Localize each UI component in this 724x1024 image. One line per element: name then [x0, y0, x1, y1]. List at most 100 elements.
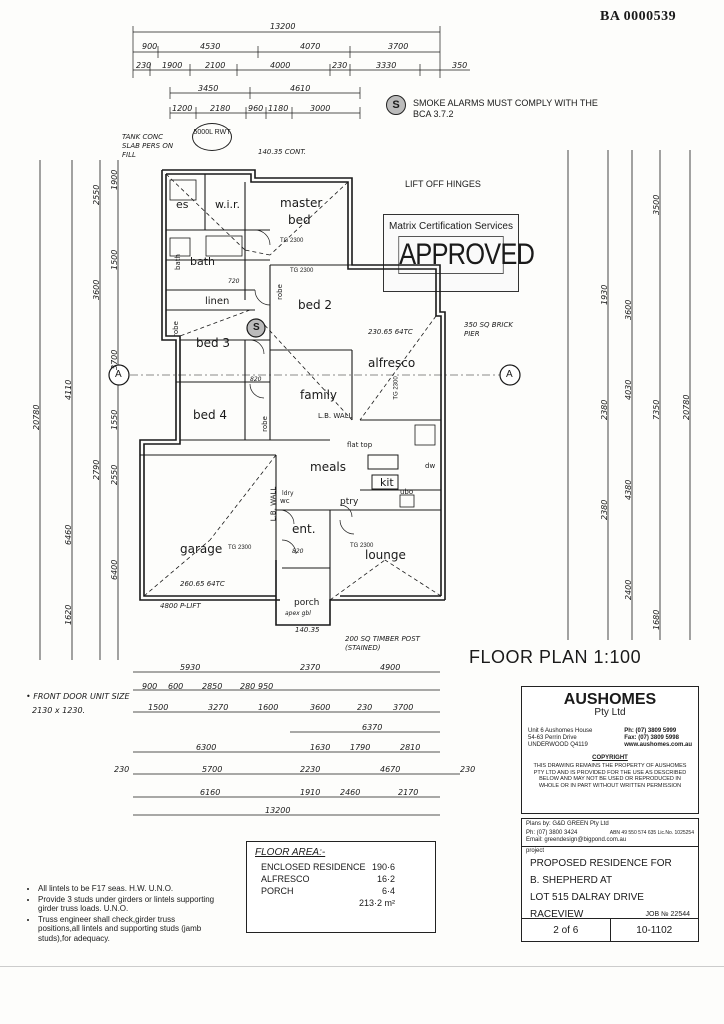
area-label-residence: ENCLOSED RESIDENCE: [261, 862, 366, 872]
section-marker-right: A: [506, 369, 513, 380]
drawing-number: 10-1102: [636, 925, 673, 936]
front-door-note-line2: 2130 x 1230.: [32, 706, 86, 715]
left-dim-c2-1: 3600: [92, 279, 101, 300]
room-garage: garage: [180, 542, 223, 556]
tg-alfresco: TG 2300: [393, 376, 400, 400]
left-dim-c2-0: 2550: [92, 184, 101, 205]
company-contact: Unit 6 Aushomes House 54-63 Perrin Drive…: [528, 728, 692, 749]
company-address-2: 54-63 Perrin Drive: [528, 735, 577, 741]
floor-area-total: 213·2 m²: [358, 898, 395, 908]
laundry-label: ldry: [282, 490, 294, 497]
right-dim-c1-1: 7350: [652, 399, 661, 420]
bot-dim-r7-3: 2170: [398, 788, 419, 797]
room-bath: bath: [190, 255, 216, 268]
left-dim-c3-1: 1900: [110, 169, 119, 190]
room-bed4: bed 4: [193, 408, 228, 422]
bot-dim-r7-1: 1910: [300, 788, 321, 797]
bot-dim-r2-3: 280: [240, 682, 256, 691]
room-kitchen: kit: [380, 476, 394, 489]
project-line-4: RACEVIEW: [530, 909, 584, 920]
room-lounge: lounge: [365, 548, 406, 562]
project-line-3: LOT 515 DALRAY DRIVE: [530, 892, 644, 903]
left-dim-c1-2: 1620: [64, 604, 73, 625]
ubo-label: ubo: [400, 488, 414, 496]
tg-garage: TG 2300: [228, 545, 252, 551]
bot-dim-r5-1: 1630: [310, 743, 331, 752]
company-fax: Fax: (07) 3809 5998: [624, 735, 679, 741]
project-info-block: Plans by: G&D GREEN Pty Ltd Ph: (07) 380…: [521, 818, 699, 942]
tank-level: 140.35 CONT.: [258, 148, 307, 156]
right-dim-c2-2: 4380: [624, 479, 633, 500]
top-dim-r4-1: 2180: [210, 104, 231, 113]
room-master: master: [280, 196, 323, 210]
company-name: AUSHOMES: [563, 691, 657, 708]
bot-dim-r2-1: 600: [168, 682, 184, 691]
bot-dim-r1-1: 2370: [300, 663, 321, 672]
room-bath-side: bath: [173, 254, 182, 270]
top-dim-r3-1: 4610: [290, 84, 311, 93]
floor-plan-title: FLOOR PLAN 1:100: [469, 647, 642, 667]
room-ensuite: es: [176, 198, 189, 211]
dishwasher-label: dw: [425, 462, 436, 470]
bot-dim-r5-2: 1790: [350, 743, 371, 752]
lb-wall-family: L.B. WALL: [318, 412, 353, 420]
room-bed2: bed 2: [298, 298, 333, 312]
project-line-2: B. SHEPHERD AT: [530, 875, 613, 886]
right-dim-c2-0: 3600: [624, 299, 633, 320]
company-pty: Pty Ltd: [594, 707, 626, 718]
door-820-a: 820: [250, 376, 262, 383]
top-dim-r2-3: 4000: [270, 61, 291, 70]
left-dim-c3-2: 1500: [110, 249, 119, 270]
top-dim-r4-0: 1200: [172, 104, 193, 113]
top-dim-r2-1: 1900: [162, 61, 183, 70]
page-divider: [0, 966, 724, 967]
bot-dim-r6-4: 230: [460, 765, 476, 774]
top-dim-r2-0: 230: [136, 61, 152, 70]
plans-by-phone: Ph: (07) 3800 3424: [526, 830, 578, 836]
right-dim-overall: 20780: [682, 394, 691, 420]
note-item: Provide 3 studs under girders or lintels…: [38, 895, 218, 914]
top-dim-r3-0: 3450: [198, 84, 219, 93]
front-door-note-line1: • FRONT DOOR UNIT SIZE: [26, 692, 130, 701]
company-title-block: AUSHOMES Pty Ltd Unit 6 Aushomes House 5…: [521, 686, 699, 814]
room-alfresco: alfresco: [368, 356, 416, 370]
room-entry: ent.: [292, 522, 316, 536]
smoke-detector-icon: S: [253, 322, 260, 333]
top-dim-r4-3: 1180: [268, 104, 289, 113]
left-dim-c3-8: 6400: [110, 559, 119, 580]
tg-bed2: TG 2300: [290, 268, 314, 274]
room-meals: meals: [310, 460, 347, 474]
section-marker-left: A: [115, 369, 122, 380]
bot-dim-r3-0: 1500: [148, 703, 169, 712]
front-door-note: • FRONT DOOR UNIT SIZE 2130 x 1230.: [26, 690, 130, 718]
room-wc: wc: [280, 497, 290, 505]
tank-slab-note: TANK CONC SLAB PERS ON FILL: [122, 133, 174, 159]
bot-dim-r1-2: 4900: [380, 663, 401, 672]
project-label: project: [526, 848, 545, 854]
garage-lintel: 260.65 64TC: [180, 580, 225, 588]
plans-by: Plans by: G&D GREEN Pty Ltd: [526, 821, 609, 827]
alfresco-beam: 230.65 64TC: [368, 328, 413, 336]
flat-top-label: flat top: [347, 441, 373, 449]
right-dim-c3-1: 1930: [600, 284, 609, 305]
door-820-b: 820: [292, 548, 304, 555]
floor-area-heading: FLOOR AREA:-: [255, 847, 326, 858]
lb-wall-garage: L.B. WALL: [269, 486, 278, 522]
top-dim-r2-5: 3330: [376, 61, 397, 70]
garage-door-size: 4800 P-LIFT: [160, 602, 201, 610]
note-item: Truss engineer shall check,girder truss …: [38, 915, 218, 944]
porch-level: 140.35: [295, 626, 320, 634]
bot-dim-r7-2: 2460: [340, 788, 361, 797]
room-porch: porch: [294, 598, 320, 608]
bot-dim-r6-3: 4670: [380, 765, 401, 774]
lift-off-hinges-note: LIFT OFF HINGES: [405, 179, 481, 189]
robe-bed4: robe: [260, 416, 269, 432]
bot-dim-r7-0: 6160: [200, 788, 221, 797]
left-dim-overall: 20780: [32, 404, 41, 430]
top-dim-r2-4: 230: [332, 61, 348, 70]
project-line-1: PROPOSED RESIDENCE FOR: [530, 858, 672, 869]
left-dim-c1-1: 6460: [64, 524, 73, 545]
robe-bed2: robe: [275, 284, 284, 300]
area-label-alfresco: ALFRESCO: [261, 874, 310, 884]
